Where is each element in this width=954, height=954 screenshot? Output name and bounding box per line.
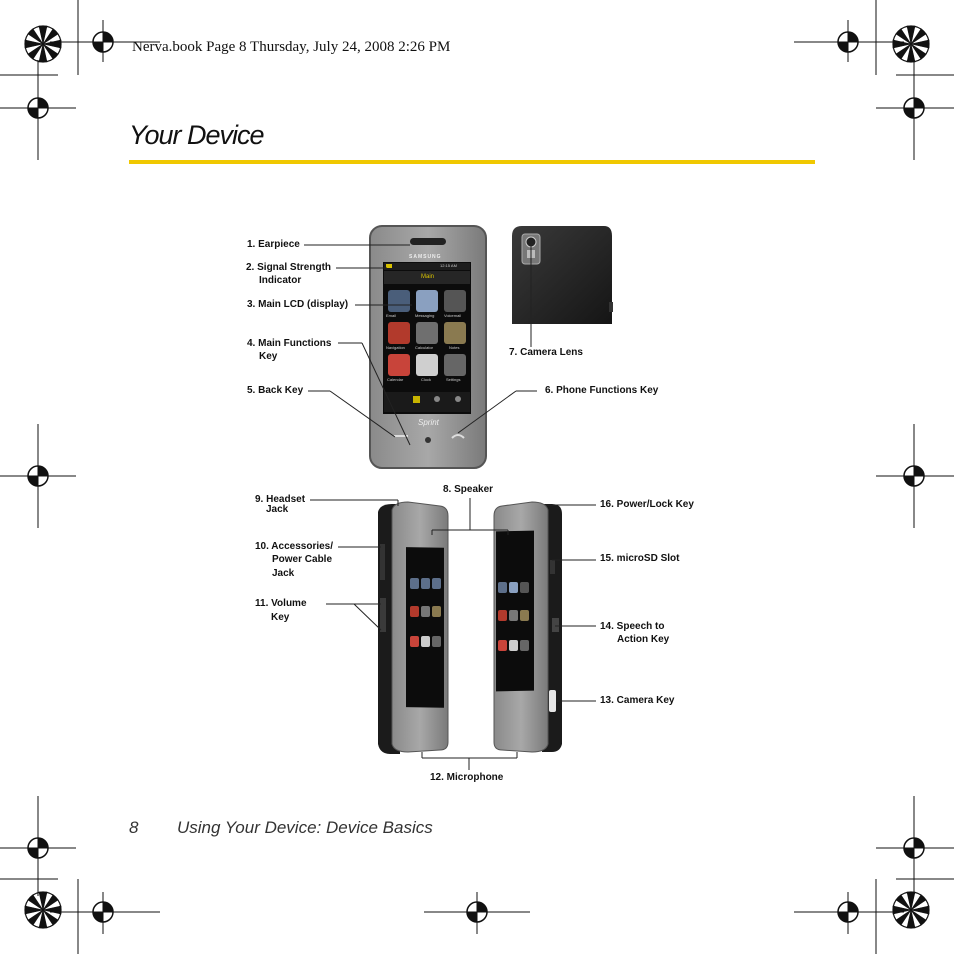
callout-accessories-jack-2: Power Cable bbox=[272, 554, 333, 565]
phone-front bbox=[369, 225, 487, 469]
callout-main-functions: 4. Main Functions bbox=[247, 338, 332, 349]
phone-side-left bbox=[378, 501, 449, 754]
page-title: Your Device bbox=[129, 120, 265, 150]
brand-logo: SAMSUNG bbox=[409, 254, 442, 260]
callout-accessories-jack-3: Jack bbox=[272, 568, 295, 579]
app-label: Settings bbox=[446, 377, 461, 382]
page-number: 8 bbox=[129, 818, 139, 837]
callout-back-key: 5. Back Key bbox=[247, 385, 304, 396]
callout-speaker: 8. Speaker bbox=[443, 484, 494, 495]
camera-lens-icon bbox=[525, 236, 537, 248]
callout-earpiece: 1. Earpiece bbox=[247, 239, 300, 250]
leader-lines bbox=[304, 244, 596, 770]
callout-volume-key: 11. Volume bbox=[255, 598, 307, 609]
screen-title: Main bbox=[421, 274, 435, 280]
callout-microphone: 12. Microphone bbox=[430, 772, 504, 783]
callout-volume-key-2: Key bbox=[271, 612, 290, 623]
footer-title: Using Your Device: Device Basics bbox=[177, 818, 433, 837]
app-label: Calendar bbox=[387, 377, 404, 382]
callout-accessories-jack: 10. Accessories/ bbox=[255, 541, 334, 552]
phone-back bbox=[512, 226, 613, 324]
callout-main-lcd: 3. Main LCD (display) bbox=[247, 299, 349, 310]
app-label: Email bbox=[386, 313, 397, 318]
callout-phone-functions: 6. Phone Functions Key bbox=[545, 385, 659, 396]
carrier-logo: Sprint bbox=[418, 418, 439, 427]
home-key-icon bbox=[425, 437, 431, 443]
status-clock: 12:15 AM bbox=[440, 263, 457, 268]
app-label: Calculator bbox=[415, 345, 434, 350]
callout-camera-lens: 7. Camera Lens bbox=[509, 347, 583, 358]
title-rule bbox=[129, 160, 815, 164]
callout-signal-strength: 2. Signal Strength bbox=[246, 262, 332, 273]
callout-speech-action: 14. Speech to bbox=[600, 621, 665, 632]
callout-power-lock: 16. Power/Lock Key bbox=[600, 499, 694, 510]
callout-main-functions-2: Key bbox=[259, 351, 278, 362]
app-label: Notes bbox=[449, 345, 460, 350]
phone-side-right bbox=[493, 501, 562, 753]
callout-headset-jack-2: Jack bbox=[266, 504, 289, 515]
app-label: Messaging bbox=[415, 313, 435, 318]
callout-camera-key: 13. Camera Key bbox=[600, 695, 675, 706]
app-grid bbox=[388, 290, 466, 376]
callout-signal-strength-2: Indicator bbox=[259, 275, 302, 286]
phone-key-icon bbox=[451, 434, 465, 439]
app-label: Navigation bbox=[386, 345, 405, 350]
app-label: Clock bbox=[421, 377, 432, 382]
app-label: Voicemail bbox=[444, 313, 462, 318]
callout-headset-jack: 9. Headset bbox=[255, 494, 306, 505]
print-slug: Nerva.book Page 8 Thursday, July 24, 200… bbox=[132, 39, 451, 55]
callout-microsd-slot: 15. microSD Slot bbox=[600, 553, 680, 564]
earpiece-slot bbox=[410, 238, 446, 245]
callout-speech-action-2: Action Key bbox=[617, 634, 670, 645]
